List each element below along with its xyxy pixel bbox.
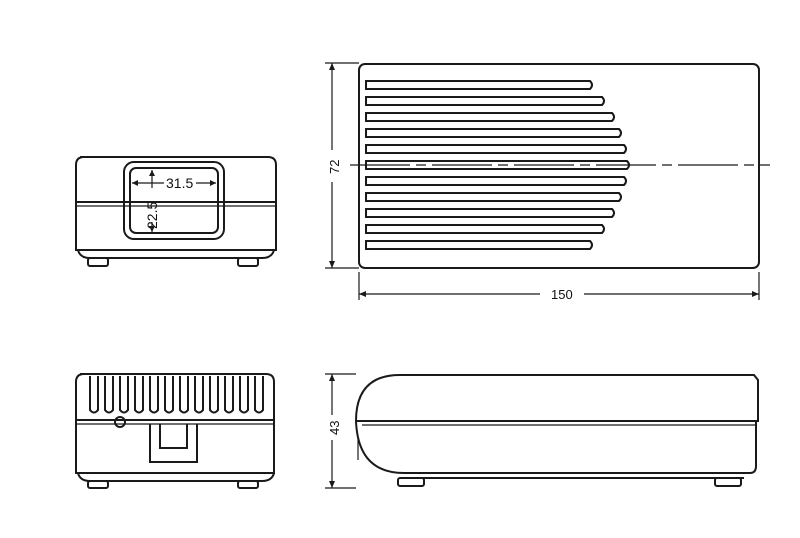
height-dimension-side: 43 (325, 373, 356, 489)
width-label: 31.5 (166, 175, 193, 191)
vent-slots (365, 80, 630, 250)
length-label: 150 (551, 287, 573, 302)
end-view-with-ribs (75, 373, 275, 489)
width-dimension: 31.5 (132, 175, 216, 191)
depth-label: 72 (327, 160, 342, 174)
height-label-side: 43 (327, 421, 342, 435)
length-dimension: 150 (358, 272, 760, 302)
side-view: 43 (325, 373, 759, 489)
rib-slots (89, 376, 264, 414)
depth-dimension: 72 (325, 62, 359, 269)
top-view-with-vents: 72 150 (325, 62, 770, 302)
height-dimension: 22.5 (144, 170, 160, 232)
end-view-with-opening: 31.5 22.5 (75, 156, 277, 267)
height-label: 22.5 (144, 202, 160, 229)
